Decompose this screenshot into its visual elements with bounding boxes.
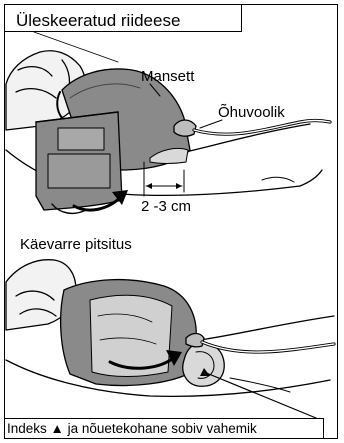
distance-label: 2 -3 cm [141, 198, 191, 216]
caption-box: Indeks ▲ ja nõuetekohane sobiv vahemik [4, 418, 324, 439]
cuff-label: Mansett [141, 68, 194, 86]
section-two-heading: Käevarre pitsitus [20, 236, 132, 254]
figure-caption: Indeks ▲ ja nõuetekohane sobiv vahemik [7, 421, 257, 437]
title-box: Üleskeeratud riideese [4, 4, 242, 32]
figure-title: Üleskeeratud riideese [16, 11, 180, 31]
air-tube-label: Õhuvoolik [218, 104, 285, 122]
